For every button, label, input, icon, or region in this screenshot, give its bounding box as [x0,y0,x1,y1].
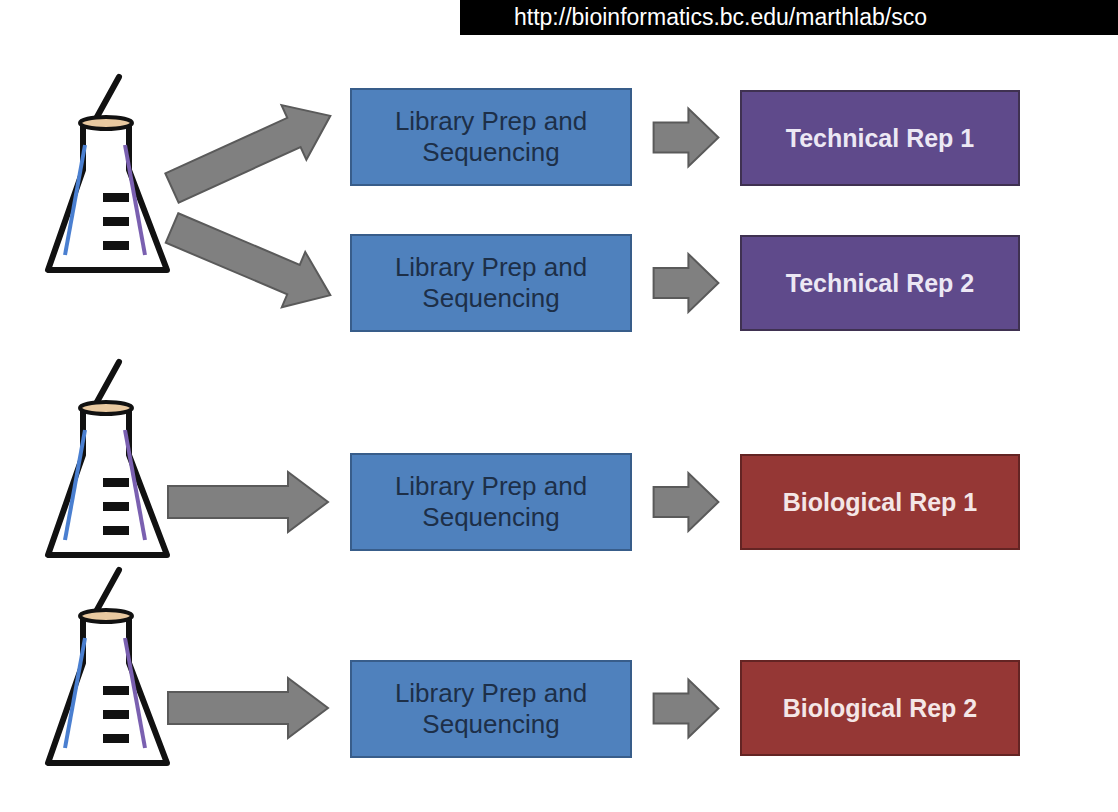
block-arrow [654,473,719,531]
sample-arrow [168,472,328,532]
process-box: Library Prep and Sequencing [350,660,632,758]
box-label: Library Prep and Sequencing [352,678,630,740]
box-label: Library Prep and Sequencing [352,252,630,314]
box-label: Library Prep and Sequencing [352,471,630,533]
block-arrow [654,254,719,312]
url-text: http://bioinformatics.bc.edu/marthlab/sc… [514,4,927,31]
split-arrow [160,200,342,322]
biological-rep-box: Biological Rep 1 [740,454,1020,550]
box-label: Technical Rep 2 [778,269,983,298]
split-arrow [160,89,343,216]
box-label: Biological Rep 2 [775,694,985,723]
sample-arrow [168,678,328,738]
block-arrow [654,109,719,167]
box-label: Technical Rep 1 [778,124,983,153]
flask [48,77,167,270]
biological-rep-box: Biological Rep 2 [740,660,1020,756]
box-label: Library Prep and Sequencing [352,106,630,168]
box-label: Biological Rep 1 [775,488,985,517]
technical-rep-box: Technical Rep 2 [740,235,1020,331]
process-box: Library Prep and Sequencing [350,88,632,186]
process-box: Library Prep and Sequencing [350,453,632,551]
flask [48,570,167,763]
technical-rep-box: Technical Rep 1 [740,90,1020,186]
block-arrow [654,680,719,738]
process-box: Library Prep and Sequencing [350,234,632,332]
flask [48,362,167,555]
